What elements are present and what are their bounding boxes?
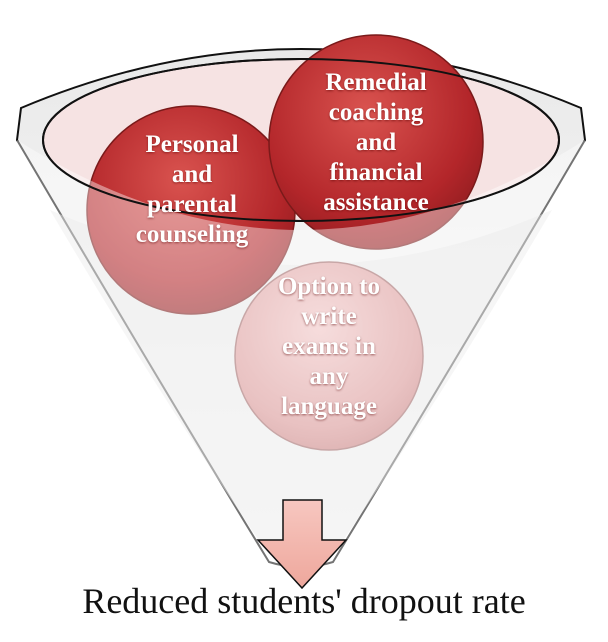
circle-counseling-label: Personal and parental counseling xyxy=(126,130,258,250)
circle-remedial xyxy=(268,34,484,250)
exam-line-5: language xyxy=(281,393,377,420)
down-arrow-icon xyxy=(256,499,348,590)
remedial-line-5: assistance xyxy=(323,189,429,216)
counseling-line-2: and xyxy=(171,161,213,188)
exam-line-4: any xyxy=(309,363,349,390)
counseling-line-3: parental xyxy=(147,191,237,218)
funnel-rim-outline xyxy=(42,58,560,222)
remedial-line-1: Remedial xyxy=(325,69,427,96)
exam-line-2: write xyxy=(301,303,357,330)
remedial-line-4: financial xyxy=(329,159,423,186)
exam-line-3: exams in xyxy=(282,333,376,360)
counseling-line-1: Personal xyxy=(145,131,239,158)
below-rim-overlay xyxy=(17,140,585,642)
outcome-label: Reduced students' dropout rate xyxy=(82,581,526,621)
remedial-line-3: and xyxy=(355,129,397,156)
circle-remedial-label: Remedial coaching and financial assistan… xyxy=(308,68,444,218)
counseling-line-4: counseling xyxy=(135,221,249,248)
circle-exam-language xyxy=(234,261,424,451)
remedial-line-2: coaching xyxy=(328,99,424,126)
circle-exam-language-label: Option to write exams in any language xyxy=(262,272,396,422)
exam-line-1: Option to xyxy=(277,273,381,300)
